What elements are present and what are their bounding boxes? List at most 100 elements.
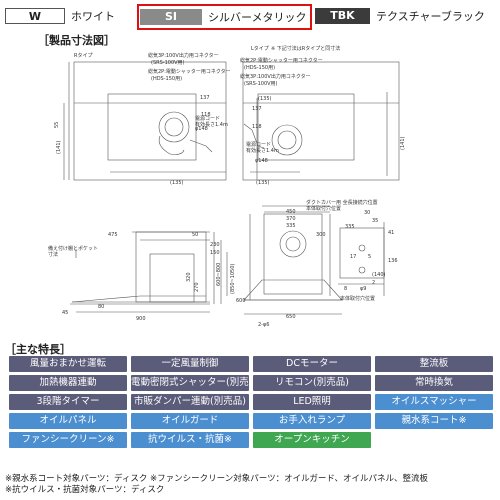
dim-5: 5 <box>368 254 371 260</box>
annot-duct-adapter: ダクトカバー用 全長接続穴位置 <box>306 199 378 206</box>
dim-148: φ148 <box>195 126 208 132</box>
dim-320: 320 <box>186 272 192 282</box>
annot-conn2p: 総気2P:電動シャッター用コネクター <box>148 68 231 75</box>
dim-45: 45 <box>62 310 68 316</box>
color-code: W <box>5 8 65 24</box>
dim-17: 17 <box>350 254 356 260</box>
color-code: SI <box>140 9 202 25</box>
annot-cord-len-l: 有効長さ1.4m <box>246 147 279 154</box>
annot-conn3p-l: 総気3P:100V出力用コネクター <box>240 73 311 80</box>
color-swatch-white[interactable]: W ホワイト <box>5 6 115 26</box>
front-view-duct-cover <box>263 213 323 295</box>
dim-135: (135) <box>170 180 183 186</box>
dim-2phi6: 2-φ6 <box>258 322 269 328</box>
dim-41: 41 <box>388 230 394 236</box>
dim-135-l2: (135) <box>256 180 269 186</box>
feature-chip: 風量おまかせ運転 <box>9 356 127 372</box>
dim-8: 8 <box>344 286 347 292</box>
dim-900: 900 <box>136 316 146 322</box>
feature-chip: オイルガード <box>131 413 249 429</box>
feature-chip: 電動密閉式シャッター(別売品) <box>131 375 249 391</box>
feature-chip: 親水系コート※ <box>375 413 493 429</box>
dim-118-l: 118 <box>252 124 262 130</box>
dim-137: 137 <box>200 95 210 101</box>
annot-body-attach: 本体取付穴位置 <box>306 205 341 212</box>
feature-chip: 整流板 <box>375 356 493 372</box>
feature-chip: オイルパネル <box>9 413 127 429</box>
annot-hood-note2: 寸法 <box>48 251 58 258</box>
annot-power-cord-l: 電源コード <box>246 141 271 148</box>
dim-2: 2 <box>372 280 375 286</box>
color-name: ホワイト <box>71 10 115 23</box>
dim-118: 118 <box>201 112 211 118</box>
dimensions-title: ［製品寸法図］ <box>38 34 115 47</box>
duct-circle-l <box>271 124 303 156</box>
feature-chip: お手入れランプ <box>253 413 371 429</box>
feature-chip: リモコン(別売品) <box>253 375 371 391</box>
color-swatch-texture-black[interactable]: TBK テクスチャーブラック <box>315 6 485 26</box>
annot-conn2p-l: 総気2P:電動シャッター用コネクター <box>240 57 323 64</box>
type-l-label: Lタイプ <box>251 45 269 52</box>
plan-view-l-outline <box>242 61 400 181</box>
dim-30: 30 <box>364 210 370 216</box>
annot-cord-len: 有効長さ1.4m <box>195 121 228 128</box>
footnote-line: ※親水系コート対象パーツ：ディスク ※ファンシークリーン対象パーツ：オイルガード… <box>5 474 428 484</box>
dim-650: 650 <box>286 314 296 320</box>
dim-850-1050: (850~1050) <box>230 264 236 294</box>
dim-35: 35 <box>372 218 378 224</box>
annot-conn3p-l-model: (SRS-100V用) <box>244 81 278 87</box>
color-code: TBK <box>315 8 370 24</box>
dim-335-r: 335 <box>345 224 355 230</box>
feature-chip: LED照明 <box>253 394 371 410</box>
footnote-line: ※抗ウイルス・抗菌対象パーツ：ディスク <box>5 485 165 495</box>
dim-137-l: 137 <box>252 106 262 112</box>
feature-chip: オイルスマッシャー <box>375 394 493 410</box>
dim-370: 370 <box>286 216 296 222</box>
annot-power-cord: 電源コード <box>195 115 220 122</box>
annot-hood-note1: 備え付け棚とポケット <box>48 245 98 252</box>
features-title: ［主な特長］ <box>5 343 71 356</box>
feature-chip: DCモーター <box>253 356 371 372</box>
dim-300: 300 <box>316 232 326 238</box>
dim-230: 230 <box>210 242 220 248</box>
dim-55: 55 <box>54 122 60 128</box>
feature-chip: 市販ダンパー連動(別売品) <box>131 394 249 410</box>
color-name: シルバーメタリック <box>208 11 307 24</box>
dim-335: 335 <box>286 223 296 229</box>
dim-50: 50 <box>192 232 198 238</box>
dim-135-l: (135) <box>258 96 271 102</box>
annot-conn2p-model: (HDS-150用) <box>151 76 182 82</box>
dim-phi9: φ9 <box>360 286 366 292</box>
feature-chip: オープンキッチン <box>253 432 371 448</box>
color-swatch-silver-selected[interactable]: SI シルバーメタリック <box>137 4 312 30</box>
annot-note-l: ※ 下記寸法はRタイプと同寸法 <box>271 45 340 52</box>
feature-chip: 加熱機器連動 <box>9 375 127 391</box>
dim-141-l: (141) <box>400 137 406 150</box>
dim-141: (141) <box>56 141 62 154</box>
color-name: テクスチャーブラック <box>376 10 485 23</box>
dim-600-800: 600~800 <box>216 263 222 286</box>
dim-148-l: φ148 <box>255 158 268 164</box>
dim-140: (140) <box>372 272 385 278</box>
plan-view-r-outline <box>73 61 227 181</box>
feature-chip: 抗ウイルス・抗菌※ <box>131 432 249 448</box>
feature-chip: 常時換気 <box>375 375 493 391</box>
dim-150: 150 <box>210 250 220 256</box>
annot-conn3p: 総気3P:100V出力用コネクター <box>148 52 219 59</box>
duct-circle-r <box>158 111 190 143</box>
annot-conn2p-l-model: (HDS-150用) <box>244 65 275 71</box>
footnotes: ※親水系コート対象パーツ：ディスク ※ファンシークリーン対象パーツ：オイルガード… <box>5 474 495 496</box>
bracket-detail <box>339 227 385 279</box>
color-swatch-bar: W ホワイト SI シルバーメタリック TBK テクスチャーブラック <box>5 4 495 30</box>
feature-chip: 一定風量制御 <box>131 356 249 372</box>
dimension-drawing: Rタイプ 総気3P:100V出力用コネクター (SRS-100V用) 総気2P:… <box>48 45 406 328</box>
dim-270: 270 <box>194 282 200 292</box>
dim-80: 80 <box>98 304 104 310</box>
annot-conn3p-model: (SRS-100V用) <box>151 60 185 66</box>
dim-600: 600 <box>236 298 246 304</box>
dim-136: 136 <box>388 258 398 264</box>
dim-475: 475 <box>108 232 118 238</box>
feature-chip: ファンシークリーン※ <box>9 432 127 448</box>
feature-chip: 3段階タイマー <box>9 394 127 410</box>
